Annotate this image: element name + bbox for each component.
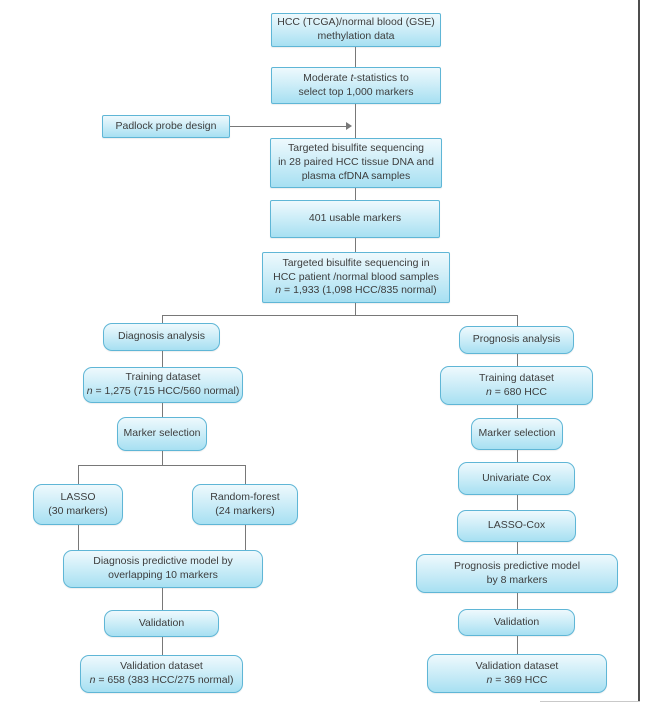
node-padlock-probe-design: Padlock probe design bbox=[102, 115, 230, 138]
node-validation-dataset-diagnosis: Validation dataset n = 658 (383 HCC/275 … bbox=[80, 655, 243, 693]
connector-line bbox=[517, 315, 518, 326]
node-line: by 8 markers bbox=[486, 573, 548, 586]
node-line: (24 markers) bbox=[215, 504, 275, 517]
frame-right-border bbox=[638, 0, 640, 702]
connector-line bbox=[78, 465, 79, 484]
connector-line bbox=[162, 315, 163, 323]
connector-line bbox=[517, 405, 518, 418]
node-line: overlapping 10 markers bbox=[108, 569, 218, 581]
connector-line bbox=[517, 593, 518, 609]
node-line: n = 1,275 (715 HCC/560 normal) bbox=[86, 385, 240, 397]
node-line: LASSO-Cox bbox=[487, 519, 546, 532]
node-validation-diagnosis: Validation bbox=[104, 610, 219, 637]
connector-line bbox=[162, 588, 163, 610]
node-prognosis-analysis: Prognosis analysis bbox=[459, 326, 574, 354]
node-line: Validation bbox=[493, 615, 540, 628]
node-marker-selection-diagnosis: Marker selection bbox=[117, 417, 207, 451]
node-line: LASSO bbox=[60, 490, 96, 503]
node-line: plasma cfDNA samples bbox=[301, 169, 411, 182]
node-line: Marker selection bbox=[478, 427, 556, 440]
connector-line bbox=[230, 126, 347, 127]
connector-line bbox=[355, 104, 356, 138]
node-line: Moderate t-statistics to bbox=[303, 71, 409, 84]
connector-line bbox=[517, 636, 518, 654]
node-moderate-t-statistics: Moderate t-statistics to select top 1,00… bbox=[271, 67, 441, 104]
node-line: Marker selection bbox=[123, 427, 201, 440]
node-line: HCC patient /normal blood samples bbox=[273, 270, 439, 283]
node-diagnosis-predictive-model: Diagnosis predictive model by overlappin… bbox=[63, 550, 263, 588]
connector-line bbox=[162, 637, 163, 655]
node-line: 401 usable markers bbox=[308, 212, 402, 225]
node-line: n = 369 HCC bbox=[486, 673, 548, 686]
node-line: Training dataset bbox=[479, 371, 554, 384]
connector-line bbox=[355, 188, 356, 200]
node-line: in 28 paired HCC tissue DNA and bbox=[278, 156, 434, 169]
node-prognosis-predictive-model: Prognosis predictive model by 8 markers bbox=[416, 554, 618, 593]
connector-line bbox=[517, 495, 518, 510]
node-line: n = 680 HCC bbox=[486, 385, 547, 398]
node-univariate-cox: Univariate Cox bbox=[458, 462, 575, 495]
node-line: Validation bbox=[138, 616, 185, 629]
node-line: n = 658 (383 HCC/275 normal) bbox=[89, 674, 234, 686]
node-line: n = 1,933 (1,098 HCC/835 normal) bbox=[275, 284, 437, 297]
node-line: methylation data bbox=[317, 30, 395, 42]
node-validation-dataset-prognosis: Validation dataset n = 369 HCC bbox=[427, 654, 607, 693]
node-hcc-methylation-data: HCC (TCGA)/normal blood (GSE) methylatio… bbox=[271, 13, 441, 47]
arrow-right-icon bbox=[346, 122, 352, 130]
node-validation-prognosis: Validation bbox=[458, 609, 575, 636]
connector-line bbox=[517, 542, 518, 554]
node-training-dataset-prognosis: Training dataset n = 680 HCC bbox=[440, 366, 593, 405]
node-line: Training dataset bbox=[125, 371, 201, 384]
node-line: Random-forest bbox=[210, 490, 280, 503]
node-line: Targeted bisulfite sequencing bbox=[287, 142, 424, 155]
connector-line bbox=[517, 354, 518, 366]
node-random-forest: Random-forest (24 markers) bbox=[192, 484, 298, 525]
connector-line bbox=[162, 403, 163, 417]
node-line: (30 markers) bbox=[48, 504, 108, 517]
connector-line bbox=[162, 315, 517, 316]
node-line: Targeted bisulfite sequencing in bbox=[282, 256, 430, 269]
node-line: Prognosis analysis bbox=[472, 333, 561, 346]
node-usable-markers: 401 usable markers bbox=[270, 200, 440, 238]
connector-line bbox=[355, 238, 356, 252]
node-targeted-sequencing-paired: Targeted bisulfite sequencing in 28 pair… bbox=[270, 138, 442, 188]
node-marker-selection-prognosis: Marker selection bbox=[471, 418, 563, 450]
node-lasso: LASSO (30 markers) bbox=[33, 484, 123, 525]
node-line: Validation dataset bbox=[120, 660, 203, 673]
node-line: HCC (TCGA)/normal blood (GSE) bbox=[277, 16, 435, 29]
node-line: Univariate Cox bbox=[482, 471, 551, 484]
connector-line bbox=[517, 450, 518, 462]
node-line: Padlock probe design bbox=[115, 119, 217, 132]
node-training-dataset-diagnosis: Training dataset n = 1,275 (715 HCC/560 … bbox=[83, 367, 243, 403]
node-line: Validation dataset bbox=[475, 659, 559, 672]
connector-line bbox=[355, 303, 356, 315]
connector-line bbox=[162, 351, 163, 367]
connector-line bbox=[162, 451, 163, 465]
connector-line bbox=[355, 47, 356, 67]
node-line: Prognosis predictive model bbox=[453, 559, 581, 572]
connector-line bbox=[78, 525, 79, 550]
connector-line bbox=[78, 465, 245, 466]
node-line: Diagnosis analysis bbox=[118, 330, 205, 343]
node-line: select top 1,000 markers bbox=[298, 85, 414, 98]
connector-line bbox=[245, 465, 246, 484]
node-line: Diagnosis predictive model by bbox=[93, 555, 233, 568]
connector-line bbox=[245, 525, 246, 550]
node-lasso-cox: LASSO-Cox bbox=[457, 510, 576, 542]
node-targeted-sequencing-cohort: Targeted bisulfite sequencing in HCC pat… bbox=[262, 252, 450, 303]
node-diagnosis-analysis: Diagnosis analysis bbox=[103, 323, 220, 351]
